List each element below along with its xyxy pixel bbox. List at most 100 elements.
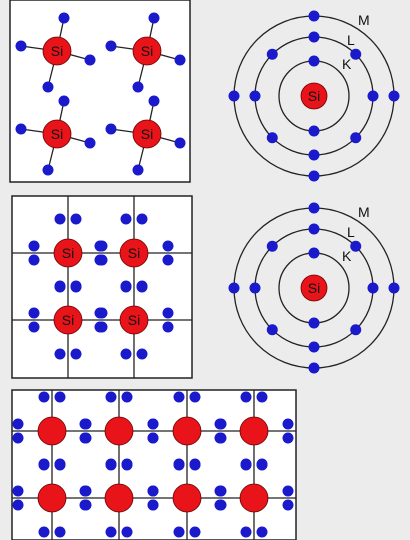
silicon-nucleus <box>172 416 202 446</box>
atom-label: Si <box>308 88 320 104</box>
electron <box>308 55 320 67</box>
atom-label: Si <box>141 126 153 142</box>
atom-label: Si <box>141 43 153 59</box>
silicon-nucleus <box>42 36 72 66</box>
electron <box>249 282 261 294</box>
electron <box>282 485 294 497</box>
electron <box>308 247 320 259</box>
electron <box>350 48 362 60</box>
electron <box>147 499 159 511</box>
electron <box>240 391 252 403</box>
silicon-nucleus <box>104 416 134 446</box>
atom-label: Si <box>308 280 320 296</box>
electron <box>256 391 268 403</box>
electron <box>308 31 320 43</box>
electron <box>105 458 117 470</box>
electron <box>12 499 24 511</box>
silicon-nucleus <box>42 119 72 149</box>
electron <box>79 418 91 430</box>
electron <box>350 132 362 144</box>
silicon-nucleus <box>239 416 269 446</box>
electron <box>147 432 159 444</box>
electron <box>15 123 27 135</box>
shell-label-l: L <box>347 224 355 240</box>
panel-frame <box>9 0 191 183</box>
electron <box>214 499 226 511</box>
electron <box>28 321 40 333</box>
shell-label-k: K <box>342 248 352 264</box>
electron <box>79 485 91 497</box>
electron <box>58 12 70 24</box>
electron <box>173 458 185 470</box>
atom-label: Si <box>62 245 74 261</box>
electron <box>174 137 186 149</box>
electron <box>70 348 82 360</box>
electron <box>214 432 226 444</box>
electron <box>308 317 320 329</box>
electron <box>28 307 40 319</box>
silicon-nucleus <box>119 305 149 335</box>
electron <box>94 240 106 252</box>
electron <box>120 280 132 292</box>
electron <box>162 240 174 252</box>
electron <box>121 458 133 470</box>
electron <box>79 432 91 444</box>
electron <box>42 164 54 176</box>
electron <box>54 458 66 470</box>
shell-label-m: M <box>358 12 370 28</box>
silicon-nucleus <box>132 36 162 66</box>
silicon-nucleus <box>104 483 134 513</box>
electron <box>308 10 320 22</box>
electron <box>189 391 201 403</box>
electron <box>94 321 106 333</box>
electron <box>249 90 261 102</box>
electron <box>147 485 159 497</box>
atom-label: Si <box>128 245 140 261</box>
electron <box>136 213 148 225</box>
electron <box>79 499 91 511</box>
electron <box>282 418 294 430</box>
electron <box>388 90 400 102</box>
electron <box>54 348 66 360</box>
atom-label: Si <box>62 312 74 328</box>
electron <box>240 526 252 538</box>
crystal-lattice-panel <box>11 389 297 540</box>
shell-label-l: L <box>347 32 355 48</box>
electron <box>266 240 278 252</box>
electron <box>388 282 400 294</box>
electron <box>38 458 50 470</box>
silicon-nucleus <box>239 483 269 513</box>
electron <box>132 81 144 93</box>
electron <box>266 48 278 60</box>
electron <box>228 90 240 102</box>
electron <box>308 341 320 353</box>
electron <box>308 362 320 374</box>
electron <box>15 40 27 52</box>
electron <box>214 418 226 430</box>
electron <box>70 280 82 292</box>
electron <box>173 391 185 403</box>
electron <box>367 282 379 294</box>
electron <box>132 164 144 176</box>
silicon-nucleus <box>119 238 149 268</box>
shell-label-m: M <box>358 204 370 220</box>
electron <box>38 526 50 538</box>
electron <box>256 458 268 470</box>
electron <box>12 485 24 497</box>
silicon-nucleus <box>300 274 328 302</box>
electron <box>189 526 201 538</box>
silicon-nucleus <box>53 305 83 335</box>
electron <box>84 137 96 149</box>
silicon-nucleus <box>172 483 202 513</box>
bohr-model-bottom: Si KLM <box>228 202 400 374</box>
electron <box>42 81 54 93</box>
electron <box>367 90 379 102</box>
electron <box>266 132 278 144</box>
electron <box>94 307 106 319</box>
panel-frame <box>11 195 193 379</box>
electron <box>162 307 174 319</box>
silicon-nucleus <box>132 119 162 149</box>
